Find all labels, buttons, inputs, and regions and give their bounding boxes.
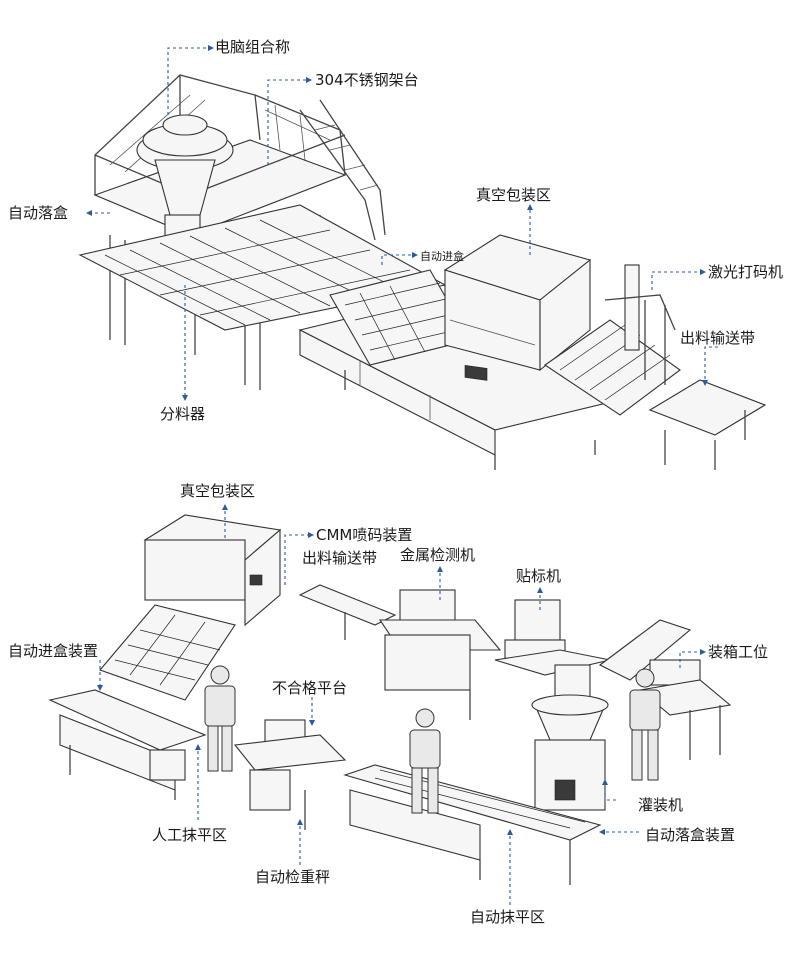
multihead-scale [136,114,234,261]
label-cmm-coder: CMM喷码装置 [316,526,413,544]
label-auto-drop-box-top: 自动落盒 [8,204,69,222]
vacuum-packer-bottom [143,514,282,627]
label-steel-platform: 304不锈钢架台 [315,71,419,89]
boxing-conveyor [598,619,732,760]
label-auto-feed-device: 自动进盒装置 [8,642,99,660]
conveyor-to-detector [298,584,397,640]
label-manual-leveling: 人工抹平区 [152,826,228,844]
vacuum-packer-top [443,234,592,381]
laser-coder-area [544,264,681,416]
worker-left [204,665,236,772]
labeler-machine [494,599,611,676]
left-table [48,689,207,800]
worker-middle [409,708,441,814]
label-laser-coder: 激光打码机 [708,263,784,281]
label-auto-drop-device: 自动落盒装置 [645,826,736,844]
label-divider: 分料器 [160,405,206,423]
worker-right [629,668,661,781]
label-out-conveyor-bottom: 出料输送带 [302,549,378,567]
label-auto-feed-box-top: 自动进盒 [420,250,464,263]
label-vacuum-area-top: 真空包装区 [476,186,552,204]
top-production-line [78,74,767,470]
worker-figures [204,665,661,814]
filling-machine-unit [531,664,609,811]
label-auto-checkweigher: 自动检重秤 [255,868,331,886]
label-boxing-station: 装箱工位 [708,643,769,661]
main-conveyor-bottom [343,764,602,885]
out-conveyor-top [648,379,767,470]
metal-detector-machine [378,589,502,720]
label-reject-platform: 不合格平台 [272,679,348,697]
bottom-production-line [48,514,732,885]
label-labeler: 贴标机 [516,567,562,585]
label-vacuum-area-bottom: 真空包装区 [180,482,256,500]
label-auto-leveling: 自动抹平区 [470,908,546,926]
label-filling-machine: 灌装机 [638,796,684,814]
reject-platform-unit [233,719,347,830]
feed-tray-bottom [99,604,236,701]
label-out-conveyor-top: 出料输送带 [680,329,756,347]
label-computer-scale: 电脑组合称 [215,38,291,56]
callout-lines [86,45,718,905]
label-metal-detector: 金属检测机 [400,546,476,564]
